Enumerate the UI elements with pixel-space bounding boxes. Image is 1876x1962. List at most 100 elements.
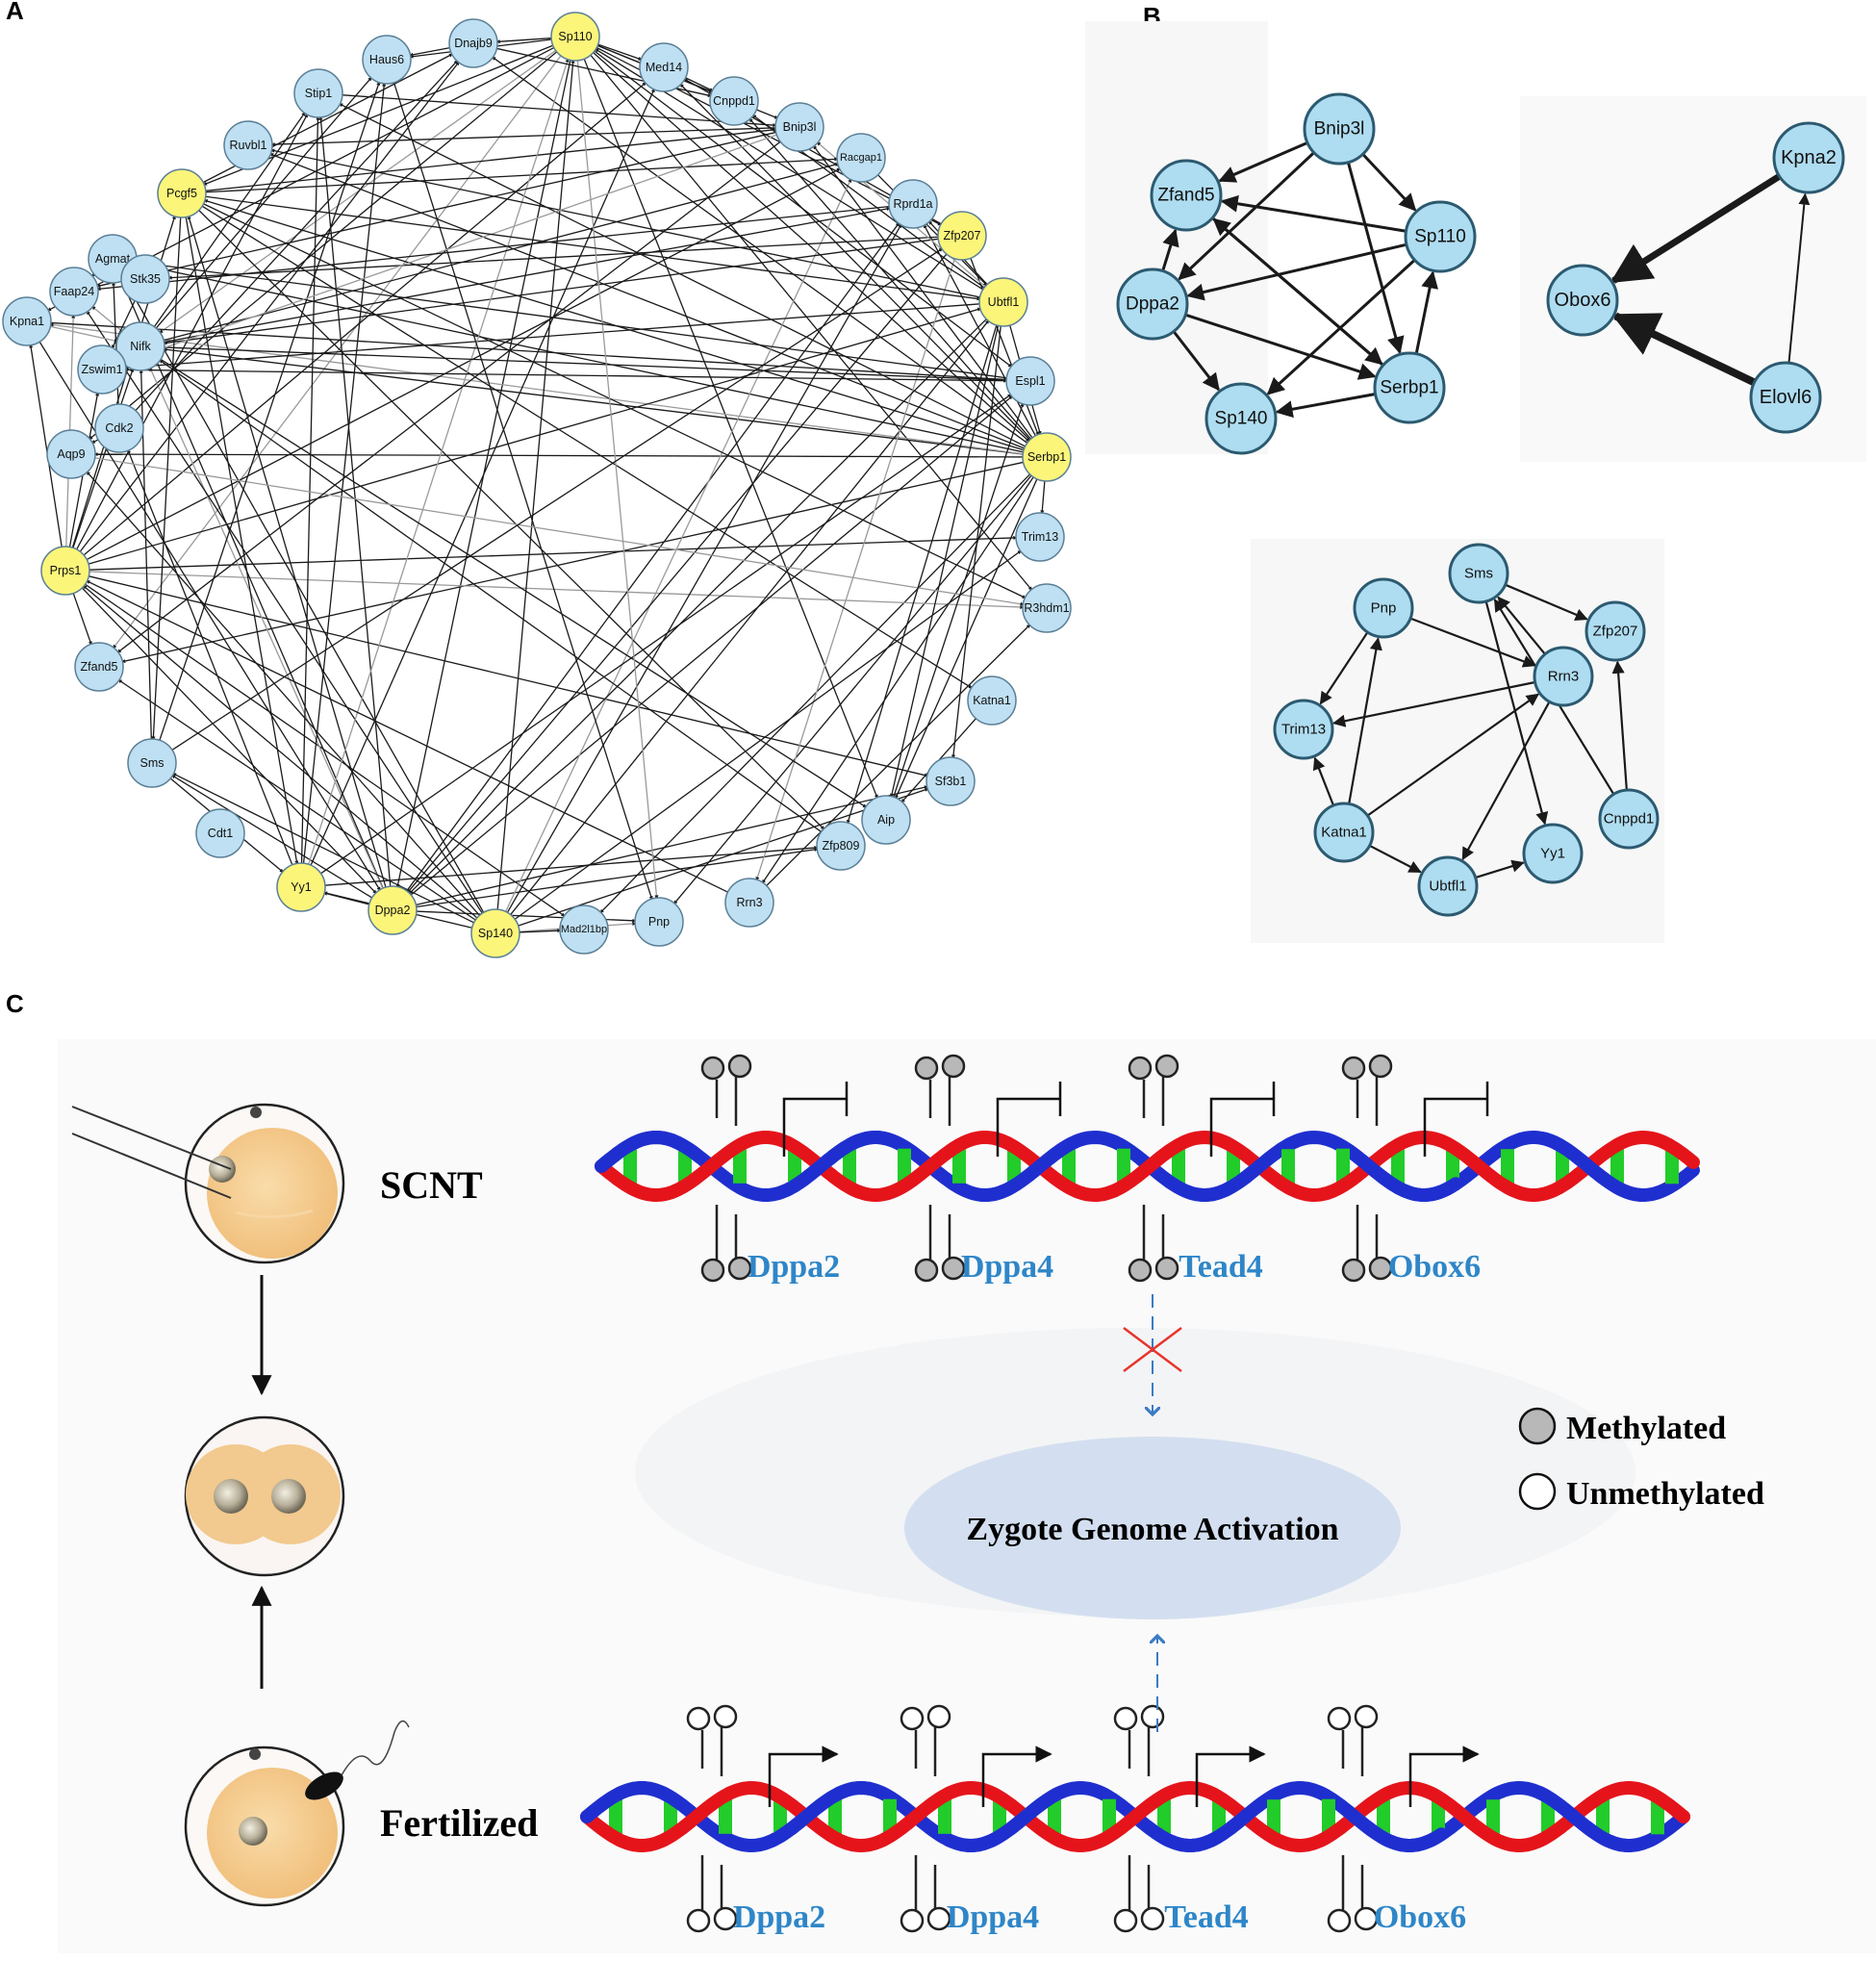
cpg-sites-lower bbox=[1113, 1855, 1165, 1933]
edge-ubtfl1-yy1 bbox=[1475, 859, 1525, 879]
edge-sp140-rprd1a bbox=[506, 223, 902, 914]
edge-prps1-ubtfl1 bbox=[87, 307, 982, 566]
node-label: Yy1 bbox=[291, 880, 312, 894]
node-trim13: Trim13 bbox=[1273, 699, 1334, 760]
edge-sp140-agmat bbox=[123, 278, 485, 914]
node-kpna1: Kpna1 bbox=[2, 296, 52, 346]
edge-dppa2-sms bbox=[171, 774, 373, 900]
edge-rrn3-r3hdm1 bbox=[765, 624, 1031, 887]
edge-nifk-stip1 bbox=[153, 112, 306, 328]
edge-pnp-rrn3 bbox=[1409, 617, 1536, 668]
node-dppa2: Dppa2 bbox=[1116, 268, 1189, 341]
zga-label: Zygote Genome Activation bbox=[966, 1512, 1338, 1547]
edge-dppa2-zfand5 bbox=[1161, 228, 1179, 272]
edge-bnip3l-ruvbl1 bbox=[270, 127, 777, 147]
promoter-blocked-icon bbox=[782, 1082, 849, 1157]
node-label: Sp110 bbox=[558, 30, 592, 43]
edge-sp110-pnp bbox=[576, 59, 659, 900]
edge-sp110-zfand5 bbox=[1220, 194, 1407, 233]
legend-methylated: Methylated bbox=[1566, 1411, 1726, 1446]
node-mad2l1bp: Mad2l1bp bbox=[559, 905, 609, 955]
edge-kpna1-nifk bbox=[49, 325, 118, 344]
edge-dppa2-sp140 bbox=[1172, 330, 1220, 392]
cpg-sites-lower bbox=[700, 1205, 752, 1283]
gene-label-dppa2: Dppa2 bbox=[733, 1899, 825, 1935]
promoter-blocked-icon bbox=[1423, 1082, 1489, 1157]
fertilized-embryo-icon bbox=[184, 1720, 410, 1907]
cpg-sites-upper bbox=[1113, 1704, 1165, 1776]
edge-sms-haus6 bbox=[158, 81, 381, 742]
node-label: Katna1 bbox=[973, 694, 1011, 707]
node-label: Bnip3l bbox=[783, 120, 817, 134]
node-med14: Med14 bbox=[639, 42, 689, 92]
edge-katna1-rrn3 bbox=[1366, 693, 1539, 817]
edge-serbp1-sp110 bbox=[1414, 270, 1438, 355]
edge-prps1-nifk bbox=[72, 368, 135, 549]
edge-pcgf5-yy1 bbox=[185, 216, 299, 865]
edge-serbp1-stip1 bbox=[339, 103, 1027, 447]
edge-yy1-zfp809 bbox=[323, 846, 819, 886]
edge-pcgf5-ubtfl1 bbox=[204, 195, 981, 301]
edge-serbp1-sp140 bbox=[1275, 392, 1376, 419]
edge-serbp1-nifk bbox=[163, 347, 1025, 455]
methylated-legend-icon bbox=[1518, 1407, 1557, 1445]
gene-label-dppa4: Dppa4 bbox=[947, 1899, 1039, 1935]
edge-dppa2-stip1 bbox=[318, 115, 392, 888]
edge-sp140-aqp9 bbox=[86, 471, 481, 917]
edge-serbp1-rrn3 bbox=[761, 475, 1035, 884]
promoter-active-icon bbox=[768, 1745, 839, 1807]
edge-prps1-mad2l1bp bbox=[84, 583, 566, 917]
edge-pnp-trim13 bbox=[1319, 631, 1369, 705]
node-label: Stip1 bbox=[305, 87, 333, 100]
node-label: Sp140 bbox=[478, 927, 513, 940]
edge-elovl6-kpna2 bbox=[1787, 192, 1811, 364]
node-yy1: Yy1 bbox=[1522, 823, 1584, 884]
node-faap24: Faap24 bbox=[49, 267, 99, 317]
node-sms: Sms bbox=[1448, 543, 1509, 604]
node-label: Serbp1 bbox=[1380, 378, 1438, 398]
edge-serbp1-ruvbl1 bbox=[268, 153, 1026, 449]
edge-sp140-zfand5 bbox=[117, 678, 477, 922]
node-label: Cnppd1 bbox=[713, 94, 755, 108]
node-haus6: Haus6 bbox=[362, 35, 412, 85]
node-label: Pnp bbox=[648, 915, 670, 929]
node-label: Prps1 bbox=[50, 564, 82, 577]
cpg-sites-upper bbox=[700, 1054, 752, 1126]
edge-zfp809-nifk bbox=[159, 359, 823, 833]
panel-label-c: C bbox=[6, 989, 24, 1018]
scnt-embryo-icon bbox=[71, 1103, 345, 1264]
edge-rprd1a-faap24 bbox=[96, 205, 891, 292]
fertilized-label: Fertilized bbox=[380, 1801, 538, 1845]
node-cnppd1: Cnppd1 bbox=[1598, 788, 1660, 850]
edge-prps1-kpna1 bbox=[29, 344, 63, 548]
edge-sp140-racgap1 bbox=[504, 178, 852, 913]
cpg-sites-upper bbox=[900, 1704, 951, 1776]
edge-serbp1-pnp bbox=[672, 474, 1033, 905]
edge-bnip3l-zswim1 bbox=[123, 134, 778, 363]
node-label: Ubtfl1 bbox=[988, 295, 1020, 309]
edge-sp140-mad2l1bp bbox=[518, 929, 562, 933]
edge-sp110-dnajb9 bbox=[495, 37, 553, 44]
node-sp110: Sp110 bbox=[1404, 200, 1477, 273]
node-label: Trim13 bbox=[1022, 530, 1058, 544]
cpg-sites-lower bbox=[914, 1205, 966, 1283]
edge-prps1-racgap1 bbox=[86, 167, 842, 561]
edge-dppa2-agmat bbox=[120, 279, 385, 890]
edge-zfp207-nifk bbox=[163, 238, 940, 345]
edge-pcgf5-racgap1 bbox=[204, 157, 839, 193]
edge-pcgf5-katna1 bbox=[200, 205, 974, 689]
node-label: Sms bbox=[140, 756, 165, 770]
edge-sp110-sp140 bbox=[1266, 259, 1416, 395]
node-r3hdm1: R3hdm1 bbox=[1022, 583, 1072, 633]
gene-label-obox6: Obox6 bbox=[1388, 1249, 1481, 1285]
node-label: Elovl6 bbox=[1760, 387, 1812, 408]
node-label: Aip bbox=[877, 813, 895, 827]
node-sp140: Sp140 bbox=[1204, 382, 1278, 455]
node-label: Cdt1 bbox=[208, 827, 233, 840]
node-ubtfl1: Ubtfl1 bbox=[1417, 855, 1479, 917]
edge-sp110-aip bbox=[583, 58, 878, 800]
node-bnip3l: Bnip3l bbox=[1303, 92, 1376, 166]
edge-sp110-nifk bbox=[159, 49, 557, 334]
edge-serbp1-med14 bbox=[679, 83, 1031, 442]
node-prps1: Prps1 bbox=[40, 546, 90, 596]
